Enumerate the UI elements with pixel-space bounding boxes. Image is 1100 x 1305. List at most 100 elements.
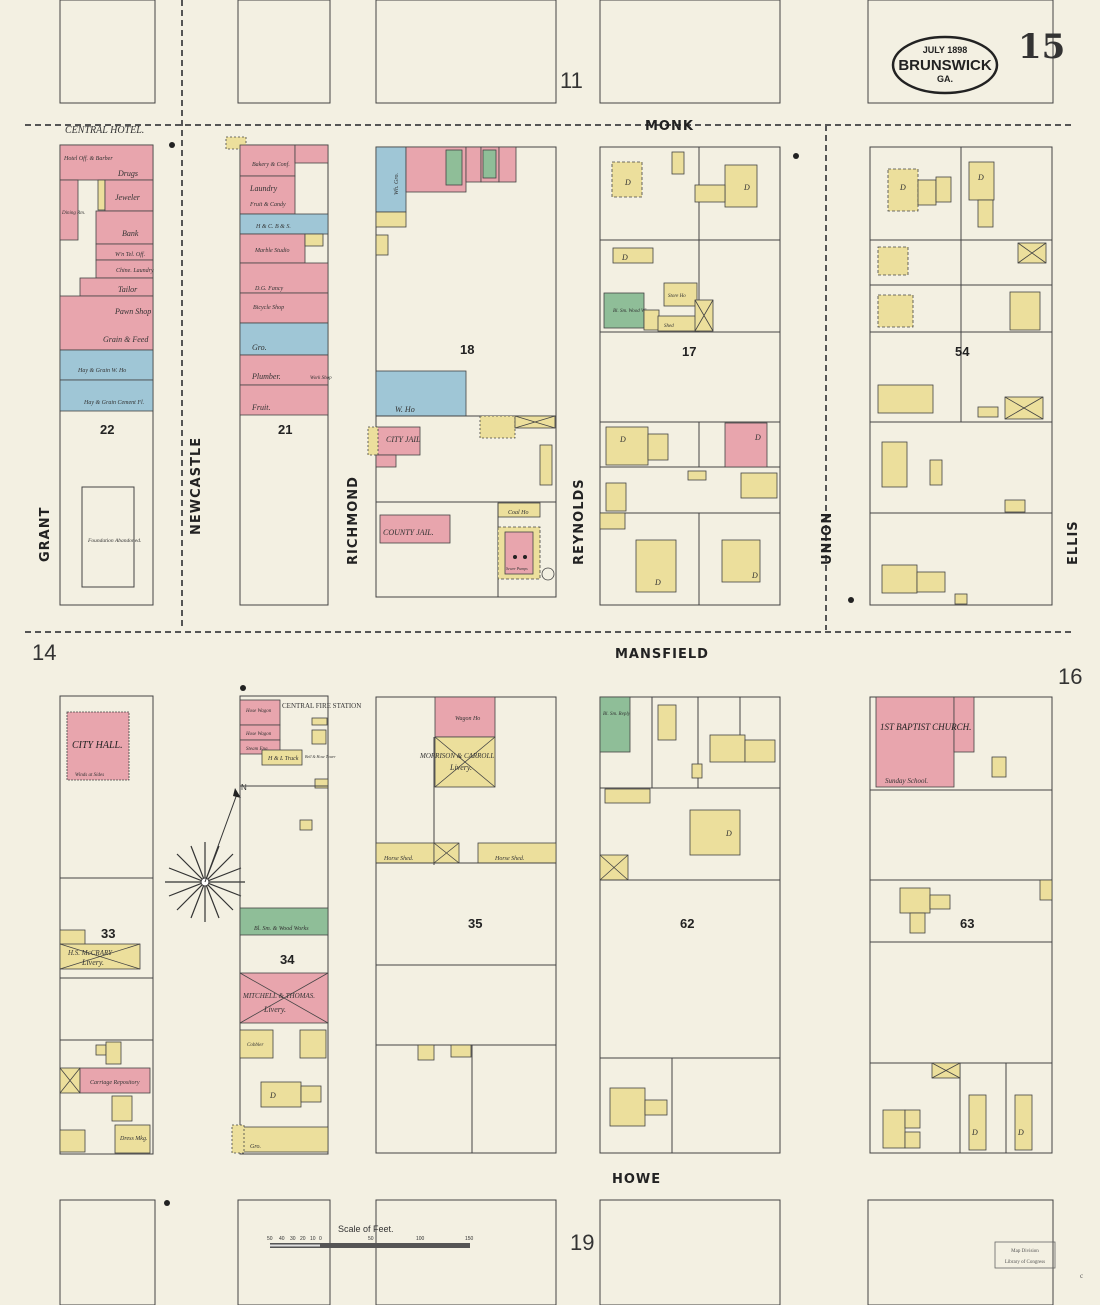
label-morrison-carroll: MORRISON & CARROLL: [419, 752, 494, 760]
label-hl-truck: H & L Truck: [267, 756, 299, 762]
label-central-fire-station: CENTRAL FIRE STATION: [282, 702, 361, 710]
sheet-boundaries: [25, 0, 1075, 633]
label-livery-35: Livery.: [449, 763, 472, 772]
label-bank: Bank: [122, 229, 139, 238]
block-22: CENTRAL HOTEL. Hotel Off. & Barber Drugs…: [59, 125, 154, 606]
label-fruit: Fruit.: [251, 403, 270, 412]
street-richmond: RICHMOND: [346, 476, 361, 565]
label-laundry: Laundry: [249, 184, 278, 193]
label-blacksmith-wood: Bl. Sm. Wood Wk.: [613, 309, 649, 314]
block-number-21: 21: [278, 422, 292, 437]
label-dress-making: Dress Mkg.: [119, 1136, 147, 1142]
label-sunday-school: Sunday School.: [885, 777, 928, 785]
label-dg-fancy: D.G. Fancy: [254, 286, 283, 292]
label-mccrary: H.S. McCRARY: [67, 949, 113, 957]
label-wagon-house: Wagon Ho: [455, 716, 480, 722]
street-reynolds: REYNOLDS: [572, 478, 587, 565]
title-date: JULY 1898: [923, 45, 968, 55]
label-grocery-34: Gro.: [250, 1144, 261, 1150]
fire-hydrants: [164, 142, 854, 1206]
label-hose-wagon-1: Hose Wagon: [245, 709, 272, 714]
label-sewer-pumps: Sewer Pumps: [506, 566, 528, 571]
street-ellis: ELLIS: [1066, 520, 1081, 565]
scale-tick: 40: [279, 1236, 285, 1242]
dwelling: D: [725, 829, 732, 838]
dwelling: D: [899, 183, 906, 192]
label-hotel-office: Hotel Off. & Barber: [63, 155, 113, 162]
label-carriage-repository: Carriage Repository: [90, 1080, 140, 1086]
title-cartouche: JULY 1898 BRUNSWICK GA.: [891, 35, 999, 95]
block-number-34: 34: [280, 952, 295, 967]
label-grain-feed: Grain & Feed: [103, 335, 149, 344]
sheet-number: 15: [1018, 27, 1065, 67]
label-blacksmith-reply: Bl. Sm. Reply: [603, 712, 631, 717]
scale-tick: 50: [267, 1236, 273, 1242]
street-grant: GRANT: [38, 507, 53, 563]
label-plumber: Plumber.: [251, 372, 281, 381]
scale-tick: 30: [290, 1236, 296, 1242]
label-store-house: Store Ho: [668, 294, 686, 299]
label-bell-hose-tower: Bell & Hose Tower: [305, 754, 336, 759]
label-fruit-candy: Fruit & Candy: [249, 202, 286, 208]
block-number-54: 54: [955, 344, 970, 359]
library-stamp: Map Division Library of Congress: [994, 1241, 1056, 1269]
block-number-17: 17: [682, 344, 696, 359]
adjacent-sheet-left: 14: [32, 640, 56, 665]
label-central-hotel: CENTRAL HOTEL.: [65, 125, 144, 136]
block-number-18: 18: [460, 342, 474, 357]
block-63: 1ST BAPTIST CHURCH. Sunday School. 63 D …: [869, 696, 1053, 1154]
label-shed: Shed: [664, 324, 674, 329]
scale-tick: 20: [300, 1236, 306, 1242]
scale-tick: 50: [368, 1236, 374, 1242]
stamp-line-1: Map Division: [1011, 1249, 1039, 1254]
corner-mark: c: [1080, 1272, 1083, 1280]
block-18: Wh. Gro. 18 W. Ho CITY JAIL COUNTY JAIL.…: [367, 146, 557, 598]
block-number-22: 22: [100, 422, 114, 437]
block-33: CITY HALL. Winds at Sides 33 H.S. McCRAR…: [59, 695, 154, 1155]
scale-of-feet: Scale of Feet. 50 40 30 20 10 0 50 100 1…: [267, 1224, 474, 1248]
label-winds-at-sides: Winds at Sides: [75, 773, 104, 778]
label-pawn-shop: Pawn Shop: [114, 307, 151, 316]
label-hc-bs: H & C. B & S.: [255, 224, 291, 230]
adjacent-sheet-right: 16: [1058, 664, 1082, 689]
dwelling: D: [743, 183, 750, 192]
label-hay-grain-warehouse: Hay & Grain W. Ho: [77, 368, 126, 374]
dwelling: D: [754, 433, 761, 442]
block-number-35: 35: [468, 916, 482, 931]
scale-title: Scale of Feet.: [338, 1224, 394, 1234]
block-number-62: 62: [680, 916, 694, 931]
block-35: Wagon Ho MORRISON & CARROLL Livery. Hors…: [375, 696, 557, 1154]
adjacent-sheet-bottom: 19: [570, 1230, 594, 1255]
label-marble-studio: Marble Studio: [254, 248, 290, 254]
label-wholesale-grocery: Wh. Gro.: [394, 173, 400, 195]
adjacent-frames-top: [59, 0, 1054, 104]
adjacent-frames-bottom: [59, 1199, 1054, 1305]
label-livery-34: Livery.: [263, 1005, 286, 1014]
dwelling: D: [654, 578, 661, 587]
label-hay-grain-cement: Hay & Grain Cement Fl.: [83, 400, 144, 406]
label-cobbler: Cobbler: [247, 1043, 263, 1048]
label-hose-wagon-2: Hose Wagon: [245, 732, 272, 737]
block-62: Bl. Sm. Reply D D 62: [599, 696, 781, 1154]
street-newcastle: NEWCASTLE: [189, 437, 204, 535]
label-county-jail: COUNTY JAIL.: [383, 528, 434, 537]
label-coal-house: Coal Ho: [508, 510, 529, 516]
label-horse-shed-2: Horse Shed.: [494, 856, 524, 862]
title-state: GA.: [937, 74, 953, 84]
dwelling: D: [751, 571, 758, 580]
label-horse-shed-1: Horse Shed.: [383, 856, 413, 862]
block-number-33: 33: [101, 926, 115, 941]
label-jeweler: Jeweler: [115, 193, 141, 202]
street-union: UNION: [820, 512, 835, 565]
dwelling: D: [1017, 1128, 1024, 1137]
dwelling: D: [971, 1128, 978, 1137]
scale-tick: 150: [465, 1236, 474, 1242]
block-17: D D D Bl. Sm. Wood Wk. Shed Store Ho 17 …: [599, 146, 781, 606]
label-steam-engine: Steam Eng.: [246, 747, 269, 752]
label-work-shop: Work Shop: [310, 376, 332, 381]
block-number-63: 63: [960, 916, 974, 931]
dwelling: D: [269, 1091, 276, 1100]
street-mansfield: MANSFIELD: [615, 647, 709, 662]
